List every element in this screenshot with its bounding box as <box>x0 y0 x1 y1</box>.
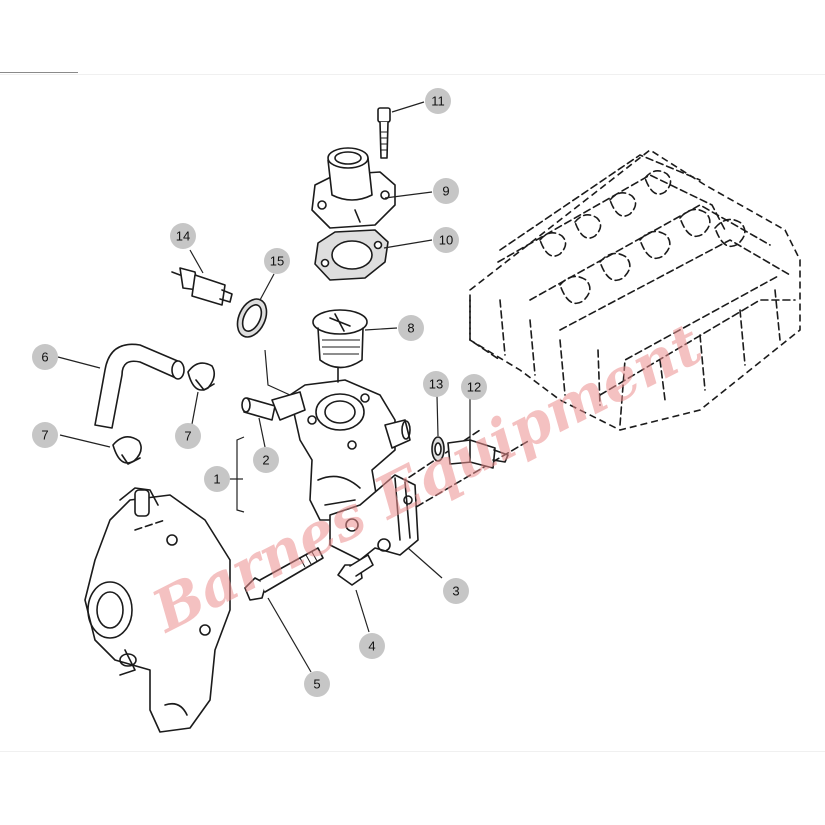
svg-text:15: 15 <box>270 254 284 269</box>
callout-5: 5 <box>304 671 330 697</box>
sealing-washer <box>236 298 268 338</box>
svg-text:4: 4 <box>368 639 375 654</box>
thermostat-housing <box>271 379 411 521</box>
hose-clamp-lower <box>112 436 142 465</box>
callout-7-upper: 7 <box>175 423 201 449</box>
long-bolt <box>244 547 324 601</box>
hose-clamp-upper <box>187 362 216 391</box>
svg-text:7: 7 <box>184 429 191 444</box>
callout-4: 4 <box>359 633 385 659</box>
water-outlet <box>311 147 396 229</box>
svg-text:13: 13 <box>429 377 443 392</box>
water-pump <box>84 487 231 733</box>
callout-9: 9 <box>433 178 459 204</box>
hose <box>94 343 185 429</box>
svg-text:5: 5 <box>313 677 320 692</box>
callout-2: 2 <box>253 447 279 473</box>
svg-text:12: 12 <box>467 380 481 395</box>
svg-text:11: 11 <box>431 94 445 109</box>
svg-text:3: 3 <box>452 584 459 599</box>
svg-text:7: 7 <box>41 428 48 443</box>
svg-text:1: 1 <box>213 472 220 487</box>
callout-12: 12 <box>461 374 487 400</box>
svg-text:2: 2 <box>262 453 269 468</box>
engine-block <box>344 149 801 541</box>
callout-3: 3 <box>443 578 469 604</box>
callout-10: 10 <box>433 227 459 253</box>
svg-text:14: 14 <box>176 229 190 244</box>
top-rule <box>0 72 78 73</box>
mounting-bracket <box>329 474 419 561</box>
temp-sender <box>171 267 233 306</box>
svg-text:6: 6 <box>41 350 48 365</box>
callout-15: 15 <box>264 248 290 274</box>
diagram-frame <box>0 74 825 752</box>
thermostat <box>312 309 368 383</box>
svg-text:9: 9 <box>442 184 449 199</box>
callout-6: 6 <box>32 344 58 370</box>
callout-11: 11 <box>425 88 451 114</box>
svg-text:8: 8 <box>407 321 414 336</box>
callout-8: 8 <box>398 315 424 341</box>
short-bolt <box>337 554 374 586</box>
callout-1: 1 <box>204 466 230 492</box>
sensor-washer <box>431 436 445 462</box>
callout-13: 13 <box>423 371 449 397</box>
bypass-pipe <box>241 397 276 421</box>
callout-14: 14 <box>170 223 196 249</box>
gasket <box>314 229 389 281</box>
leader-lines <box>57 101 471 673</box>
bolt-outlet <box>377 107 391 159</box>
svg-text:10: 10 <box>439 233 453 248</box>
temp-switch <box>447 439 509 469</box>
callout-7-lower: 7 <box>32 422 58 448</box>
